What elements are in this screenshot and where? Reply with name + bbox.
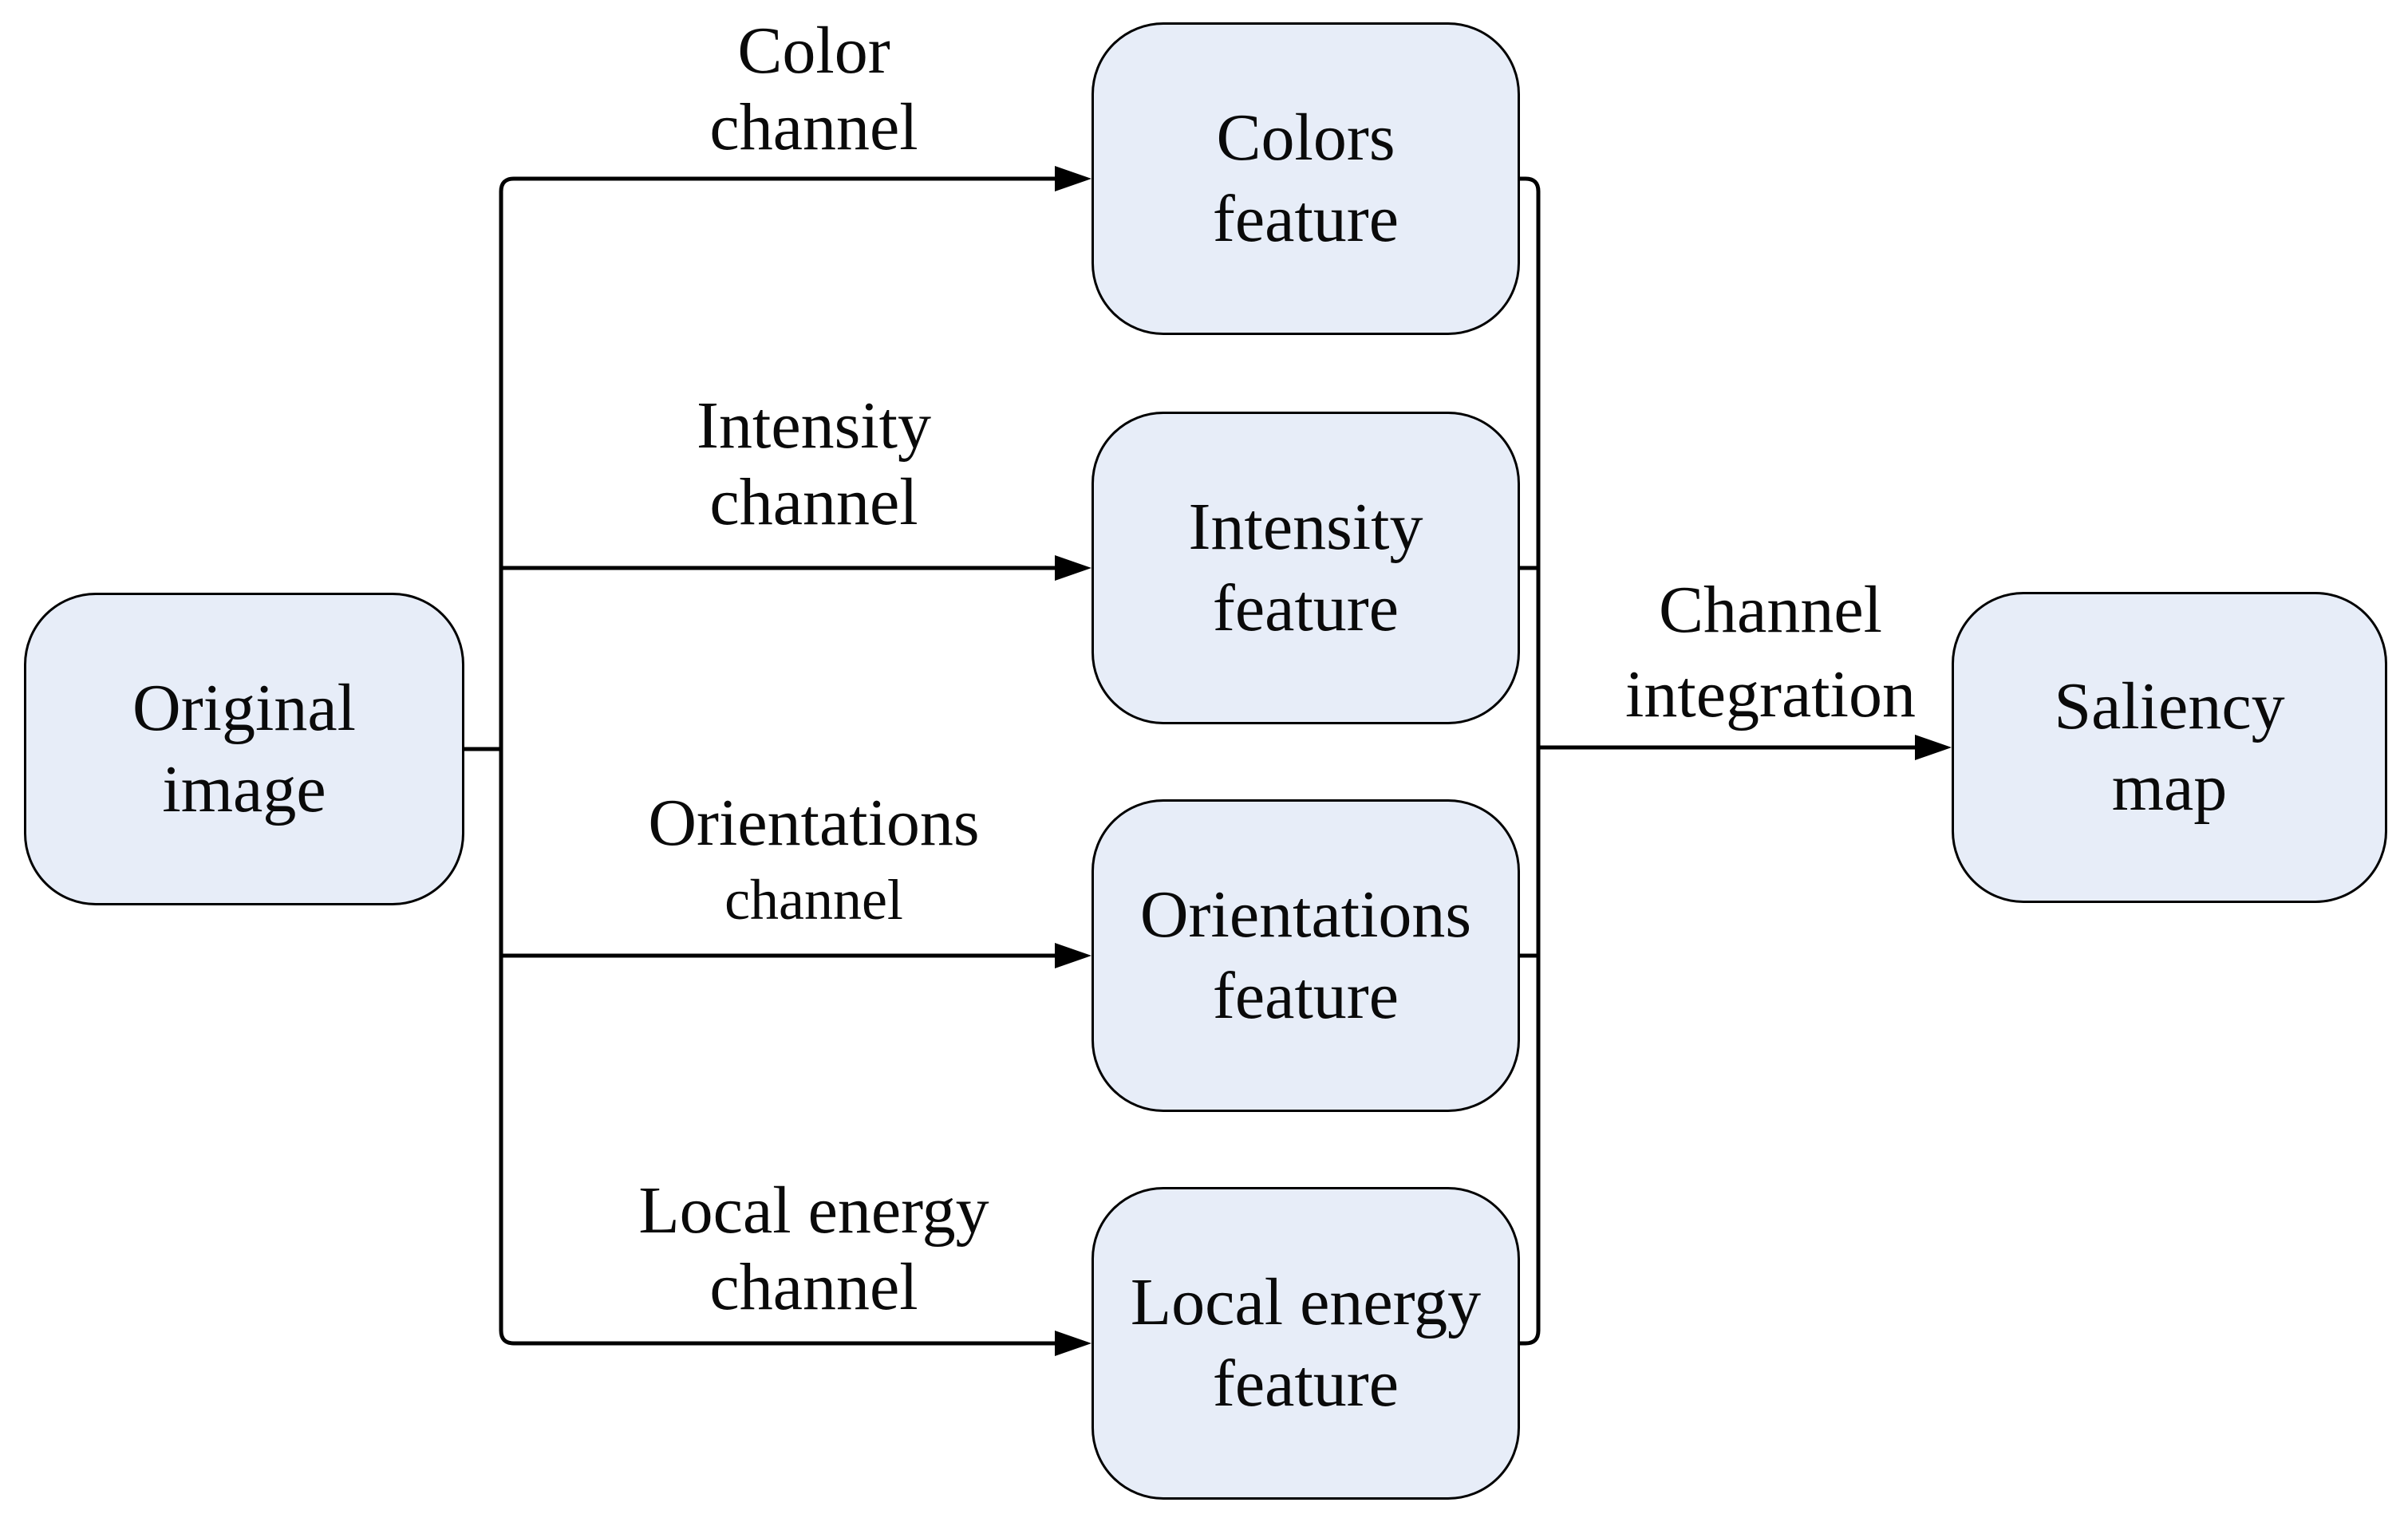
edge-label-color-channel: Color channel <box>535 13 1093 166</box>
node-saliency-map: Saliency map <box>1952 592 2387 903</box>
edge-label-intensity-channel-line1: Intensity <box>697 388 931 463</box>
edge-label-local-energy-channel-line2: channel <box>709 1250 918 1324</box>
edge-label-color-channel-line2: channel <box>709 90 918 164</box>
edge-label-intensity-channel-line2: channel <box>709 465 918 539</box>
arrowhead-color-channel <box>1055 166 1091 191</box>
node-original-image-line1: Original <box>132 671 356 745</box>
edge-label-orientations-channel-line1: Orientations <box>648 786 980 860</box>
node-local-energy-feature: Local energy feature <box>1091 1187 1520 1500</box>
edge-label-orientations-channel-line2: channel <box>724 868 903 932</box>
node-local-energy-feature-line1: Local energy <box>1130 1265 1482 1339</box>
edge-label-local-energy-channel: Local energy channel <box>535 1173 1093 1326</box>
node-colors-feature-line2: feature <box>1212 182 1399 256</box>
connector-color-channel <box>499 176 1058 1331</box>
node-intensity-feature-line1: Intensity <box>1188 490 1423 564</box>
edge-label-channel-integration-line1: Channel <box>1659 573 1882 647</box>
edge-label-channel-integration: Channel integration <box>1555 568 1986 737</box>
edge-label-local-energy-channel-line1: Local energy <box>638 1173 989 1248</box>
arrowhead-local-energy-channel <box>1055 1331 1091 1356</box>
node-saliency-map-line1: Saliency <box>2054 669 2285 743</box>
connector-feature-collector <box>1520 176 1541 1346</box>
connector-local-energy-channel <box>499 1330 1058 1346</box>
arrowhead-intensity-channel <box>1055 555 1091 581</box>
edge-label-channel-integration-line2: integration <box>1625 657 1916 731</box>
node-original-image: Original image <box>24 593 464 905</box>
node-colors-feature: Colors feature <box>1091 22 1520 335</box>
node-intensity-feature-line2: feature <box>1212 571 1399 645</box>
node-orientations-feature-line1: Orientations <box>1139 877 1472 952</box>
node-local-energy-feature-line2: feature <box>1212 1347 1399 1421</box>
node-intensity-feature: Intensity feature <box>1091 412 1520 724</box>
arrowhead-orientations-channel <box>1055 943 1091 968</box>
arrowhead-channel-integration <box>1915 735 1952 760</box>
edge-label-orientations-channel: Orientations channel <box>535 785 1093 938</box>
node-orientations-feature-line2: feature <box>1212 959 1399 1033</box>
edge-label-color-channel-line1: Color <box>737 14 890 88</box>
node-original-image-line2: image <box>162 752 326 826</box>
node-orientations-feature: Orientations feature <box>1091 799 1520 1112</box>
node-colors-feature-line1: Colors <box>1216 101 1395 175</box>
edge-label-intensity-channel: Intensity channel <box>535 388 1093 541</box>
node-saliency-map-line2: map <box>2111 751 2228 825</box>
